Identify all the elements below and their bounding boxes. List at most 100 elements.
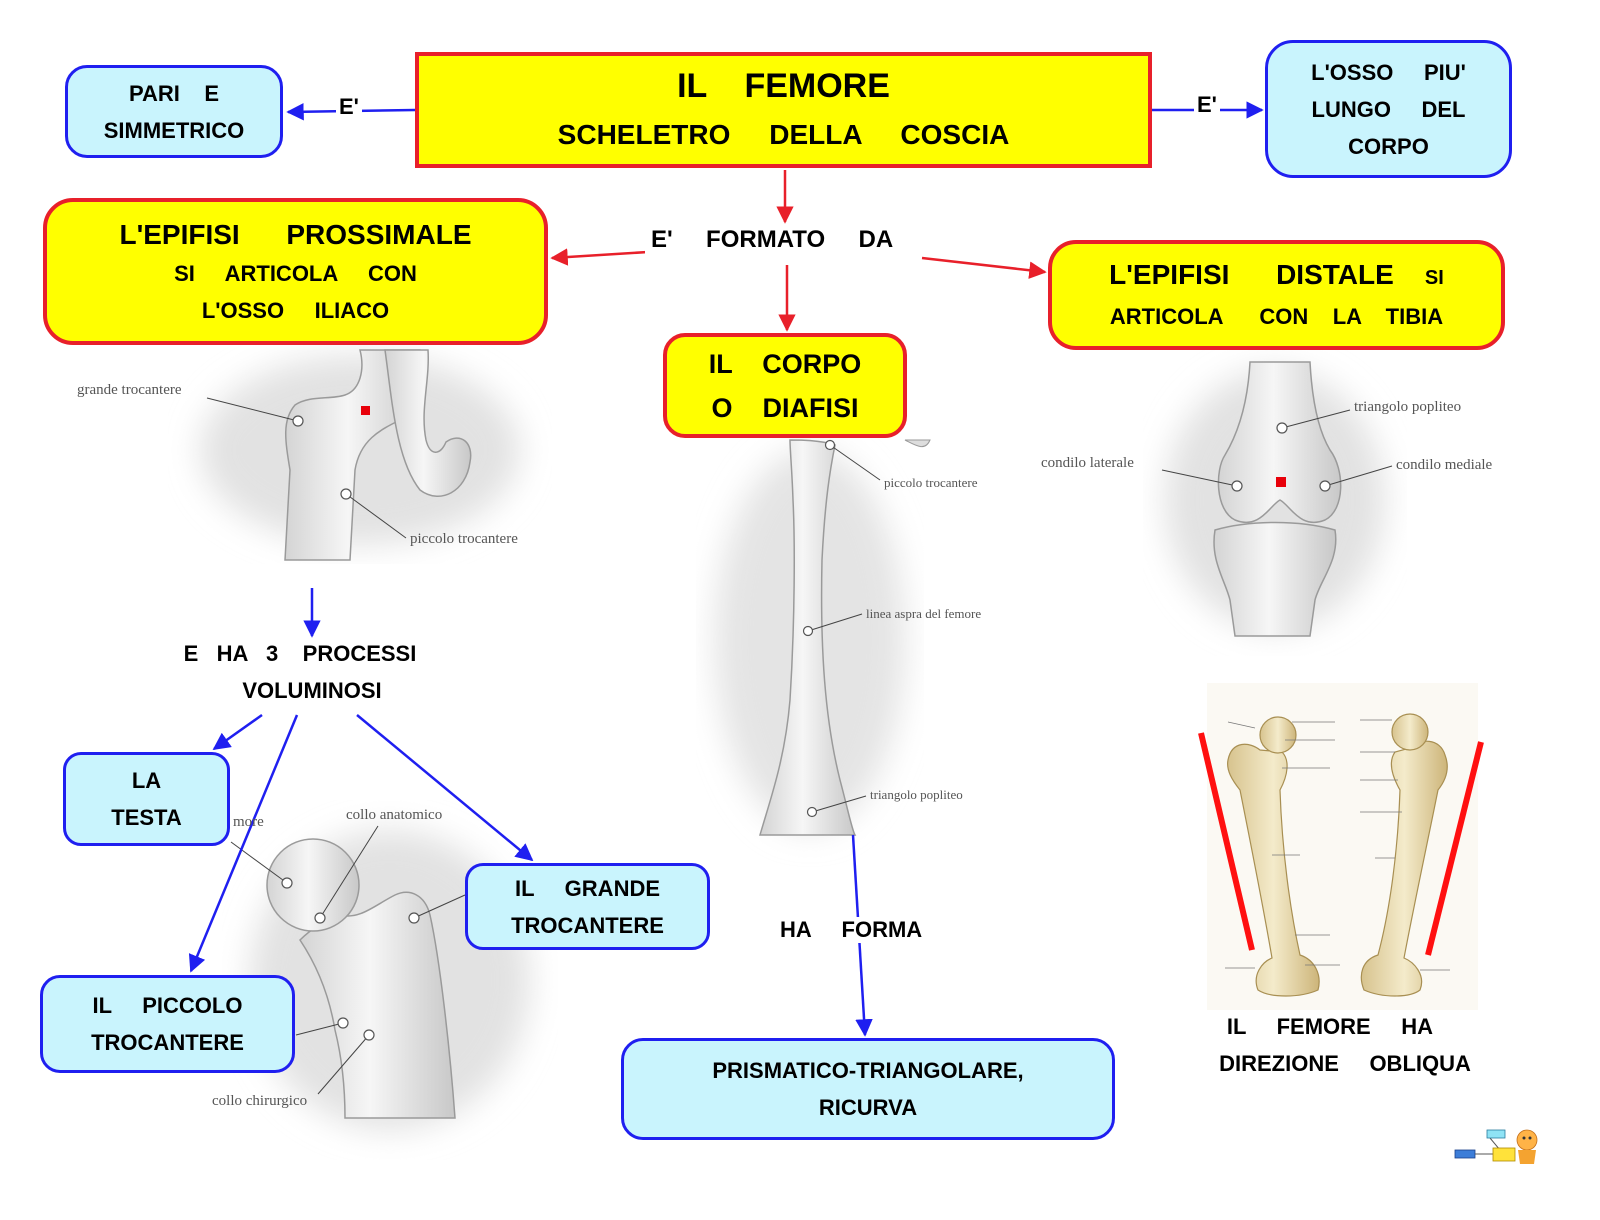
box-text: IL PICCOLO [92,993,243,1018]
label-triangolo-popliteo: triangolo popliteo [1354,399,1462,415]
box-title: L'EPIFISI PROSSIMALE [119,218,472,250]
main-concept-box: IL FEMORE SCHELETRO DELLA COSCIA [415,52,1152,168]
femur-shaft [759,439,857,836]
label-grande-trocantere: grande trocantere [77,382,182,398]
box-text: TROCANTERE [91,1030,244,1055]
femur-anterior [1227,743,1320,997]
label-collo-chirurgico: collo chirurgico [212,1093,308,1109]
box-title-main: L'EPIFISI DISTALE [1109,259,1394,290]
marker-point [314,912,326,924]
box-text: IL GRANDE [514,875,661,901]
marker-point [824,439,836,451]
tibia-bone [1213,521,1337,637]
box-text: ARTICOLA CON LA TIBIA [1109,304,1444,329]
femur-head-illustration [230,825,530,1130]
marker-point [1276,422,1288,434]
marker-point [1231,480,1243,492]
femur-shaft-illustration [715,439,931,836]
box-text: SI ARTICOLA CON [174,260,417,286]
grande-trocantere-box: IL GRANDE TROCANTERE [465,863,710,950]
osso-lungo-box: L'OSSO PIU' LUNGO DEL CORPO [1265,40,1512,178]
forma-link-label: HA FORMA [776,917,927,943]
plate-leader-lines [1225,719,1450,971]
logo-block [1486,1129,1506,1139]
bone-fragment [904,439,931,448]
leader-line [295,1022,344,1036]
marker-point [337,1017,349,1029]
red-marker [1276,477,1286,487]
leader-line [1281,409,1351,429]
arrow-to-distale [921,256,1047,279]
direction-line-left [1198,732,1255,951]
box-text: LUNGO DEL [1311,96,1466,122]
leader-line [1161,469,1238,487]
label-testa-partial: more [233,814,264,830]
arrow-to-piccolo [188,714,299,973]
processi-text-line2: VOLUMINOSI [242,678,382,703]
leader-line [1324,465,1393,487]
main-subtitle: SCHELETRO DELLA COSCIA [557,119,1010,150]
box-text: PRISMATICO-TRIANGOLARE, [712,1058,1024,1083]
corpo-diafisi-box: IL CORPO O DIAFISI [663,333,907,438]
box-text: PARI E [128,80,220,106]
arrow-to-testa [212,713,263,751]
box-text: CORPO [1348,133,1429,159]
processi-text-line1: E HA 3 PROCESSI [183,641,417,666]
logo-eye [1522,1136,1526,1140]
main-title: IL FEMORE [677,67,890,105]
leader-line [319,825,379,919]
forma-box: PRISMATICO-TRIANGOLARE, RICURVA [621,1038,1115,1140]
logo [1454,1129,1538,1164]
epifisi-prossimale-box: L'EPIFISI PROSSIMALE SI ARTICOLA CON L'O… [43,198,548,345]
label-piccolo-trocantere-shaft: piccolo trocantere [884,475,978,490]
femur-posterior [1360,740,1448,997]
box-text: LA [131,768,162,793]
label-collo-anatomico: collo anatomico [346,807,443,823]
box-text: RICURVA [818,1095,918,1120]
epifisi-distale-box: L'EPIFISI DISTALE SI ARTICOLA CON LA TIB… [1048,240,1505,350]
box-text: IL CORPO [708,348,862,379]
marker-point [363,1029,375,1041]
leader-line [807,613,863,632]
label-triangolo-popliteo-shaft: triangolo popliteo [870,787,963,802]
label-piccolo-trocantere: piccolo trocantere [410,531,518,547]
box-text: L'OSSO PIU' [1311,59,1466,85]
logo-block [1492,1147,1516,1162]
hip-bone [384,349,472,497]
marker-point [408,912,420,924]
leader-line [206,397,299,422]
label-condilo-mediale: condilo mediale [1396,457,1493,473]
femur-head [266,838,360,932]
link-label-left: E' [336,94,362,120]
marker-point [281,877,293,889]
box-text: O DIAFISI [711,392,859,423]
arrow-to-grande [356,714,534,862]
marker-point [802,625,814,637]
leader-line [811,795,867,813]
leader-line [829,444,881,481]
femur-bone [284,349,425,561]
marker-point [1319,480,1331,492]
formato-label: E' FORMATO DA [645,226,900,254]
marker-point [292,415,304,427]
red-marker [361,406,370,415]
box-text: L'OSSO ILIACO [201,297,390,323]
pari-simmetrico-box: PARI E SIMMETRICO [65,65,283,158]
femur-direction-plate [1198,683,1484,1010]
box-text: TROCANTERE [511,912,664,938]
box-text: SIMMETRICO [103,117,245,143]
proximal-femur-illustration [200,349,520,561]
femur-neck-shaft [299,891,456,1119]
leader-line [413,894,466,919]
femur-posterior-head [1391,713,1429,751]
distal-femur-illustration [1161,361,1393,637]
box-title: L'EPIFISI DISTALE SI [1109,255,1444,298]
arrow-to-prossimale [550,248,649,266]
box-title-suffix: SI [1424,267,1444,289]
marker-point [806,806,818,818]
logo-eye [1528,1136,1532,1140]
link-label-right: E' [1194,92,1220,118]
direzione-text-line2: DIREZIONE OBLIQUA [1219,1051,1471,1076]
testa-box: LA TESTA [63,752,230,846]
